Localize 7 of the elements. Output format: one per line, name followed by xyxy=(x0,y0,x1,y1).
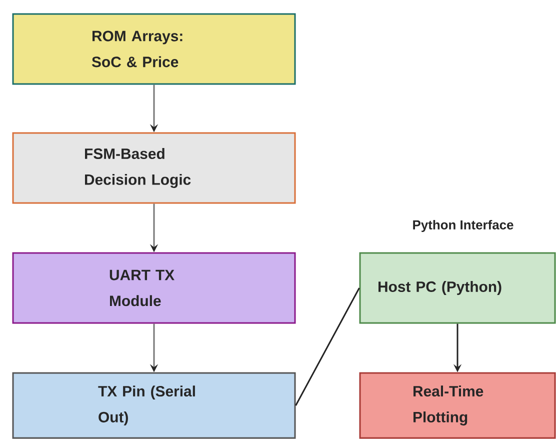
process-box: UART TX Module xyxy=(12,252,296,324)
process-box: Real-Time Plotting xyxy=(359,372,556,439)
process-box: ROM Arrays: SoC & Price xyxy=(12,13,296,85)
group-heading: Python Interface xyxy=(413,220,514,232)
process-box: FSM-Based Decision Logic xyxy=(12,132,296,204)
process-box: TX Pin (Serial Out) xyxy=(12,372,296,439)
process-box: Host PC (Python) xyxy=(359,252,556,324)
